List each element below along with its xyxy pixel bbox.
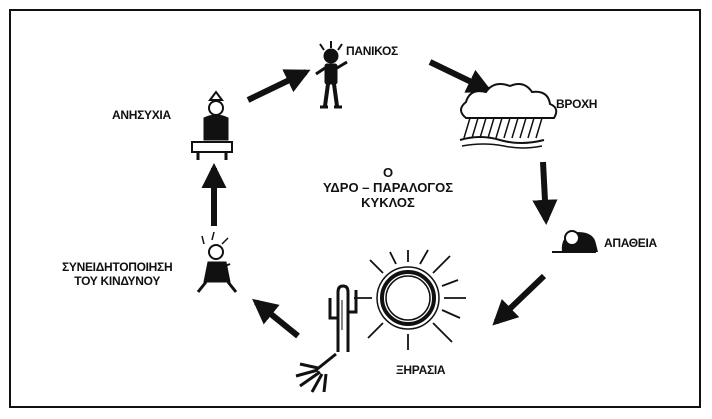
arrow-anxiety-to-panic <box>246 69 311 103</box>
anxiety-figure-icon <box>191 90 233 160</box>
diagram-frame <box>9 9 701 408</box>
label-awareness: ΣΥΝΕΙΔΗΤΟΠΟΙΗΣΗ ΤΟΥ ΚΙΝΔΥΝΟΥ <box>62 260 173 288</box>
cycle-title-line2: ΥΔΡΟ – ΠΑΡΑΛΟΓΟΣ <box>322 180 454 195</box>
drought-sun-icon <box>354 249 466 350</box>
label-awareness-line1: ΣΥΝΕΙΔΗΤΟΠΟΙΗΣΗ <box>62 260 173 274</box>
cactus-icon <box>328 284 358 352</box>
apathy-sleeper-icon <box>552 230 598 253</box>
withered-hand-icon <box>295 352 337 393</box>
arrow-drought-to-awareness <box>252 298 300 339</box>
arrow-panic-to-rain <box>428 59 493 93</box>
label-drought: ΞΗΡΑΣΙΑ <box>396 363 446 377</box>
label-apathy: ΑΠΑΘΕΙΑ <box>604 236 657 250</box>
label-rain: ΒΡΟΧΗ <box>556 97 598 111</box>
label-awareness-line2: ΤΟΥ ΚΙΝΔΥΝΟΥ <box>74 274 161 288</box>
panic-figure-icon <box>315 41 348 109</box>
cycle-title-line1: Ο <box>382 165 394 180</box>
cycle-title-line3: ΚΥΚΛΟΣ <box>361 195 415 210</box>
label-panic: ΠΑΝΙΚΟΣ <box>346 44 398 58</box>
rain-cloud-icon <box>459 83 558 149</box>
arrow-apathy-to-drought <box>492 273 547 326</box>
label-anxiety: ΑΝΗΣΥΧΙΑ <box>112 108 171 122</box>
arrow-rain-to-apathy <box>532 161 558 226</box>
awareness-figure-icon <box>196 231 238 293</box>
cycle-title: Ο ΥΔΡΟ – ΠΑΡΑΛΟΓΟΣ ΚΥΚΛΟΣ <box>288 165 488 210</box>
